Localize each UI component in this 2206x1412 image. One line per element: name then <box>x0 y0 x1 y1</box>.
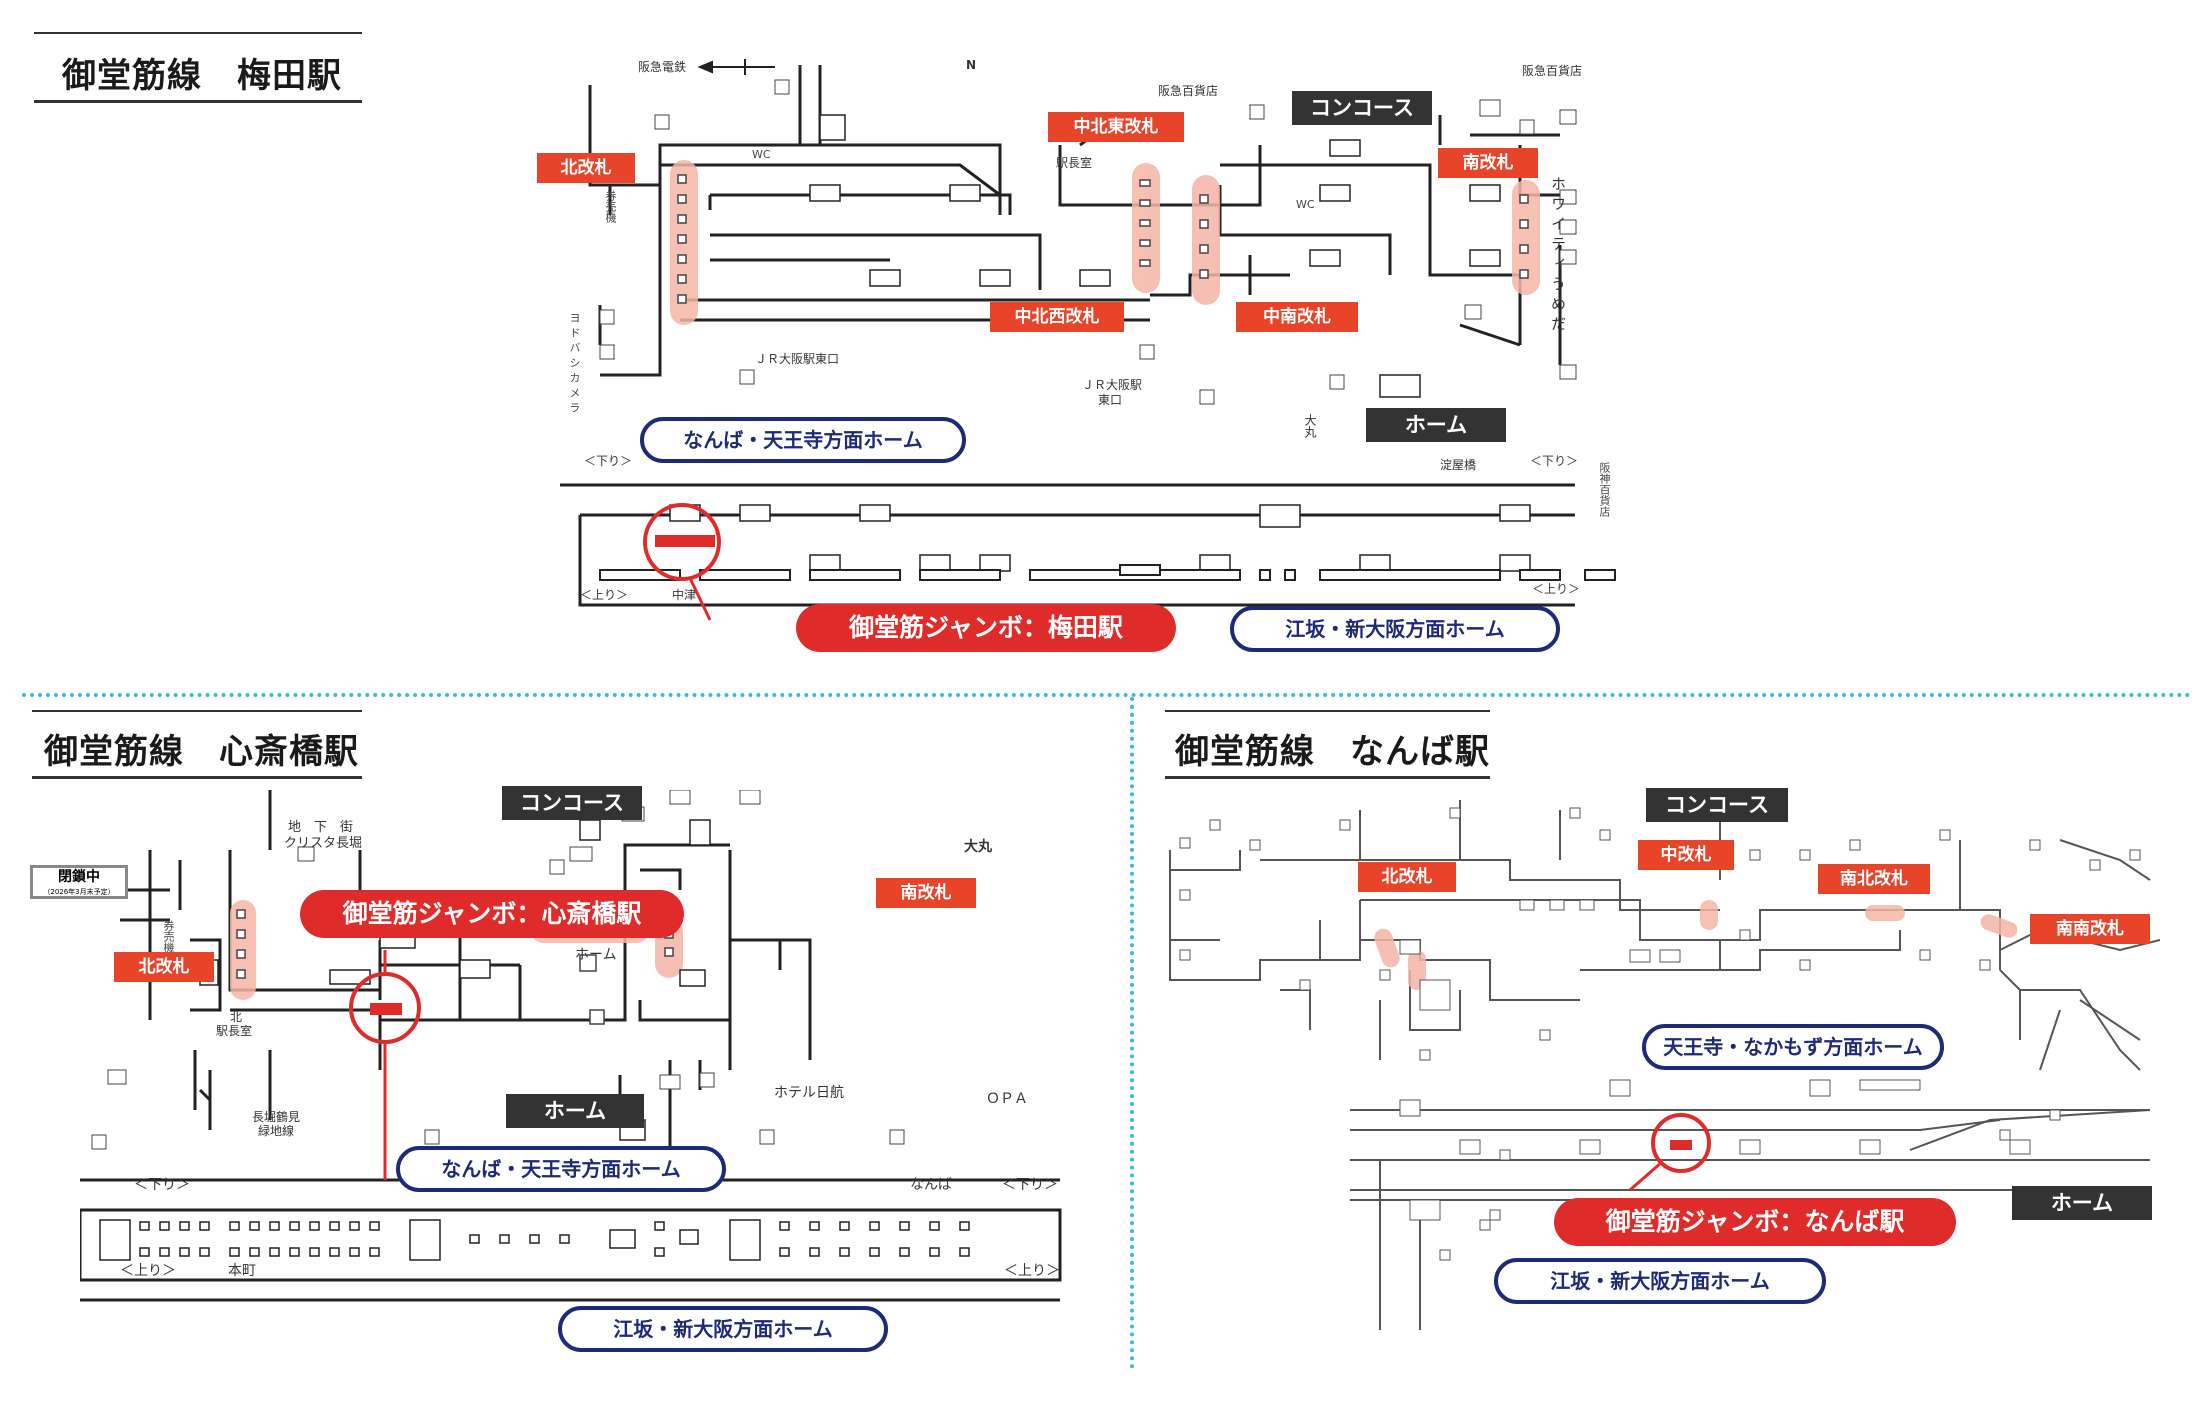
umeda-station-office: 駅長室 <box>1056 156 1093 170</box>
shinsaibashi-north-office2: 駅長室 <box>216 1024 253 1038</box>
namba-gate-center: 中改札 <box>1638 840 1734 870</box>
umeda-platform-esaka-shinosaka: 江坂・新大阪方面ホーム <box>1230 606 1560 652</box>
umeda-north-mark: N <box>966 58 977 72</box>
umeda-daimaru: 大丸 <box>1303 414 1317 438</box>
umeda-map <box>560 45 1620 625</box>
namba-title-rule-bottom <box>1165 776 1490 779</box>
umeda-jr-east-a: ＪＲ大阪駅東口 <box>755 352 840 366</box>
umeda-yodoyabashi: 淀屋橋 <box>1440 458 1477 472</box>
shinsaibashi-platform-namba-tennoji: なんば・天王寺方面ホーム <box>396 1146 726 1192</box>
umeda-home-label: ホーム <box>1366 408 1506 442</box>
umeda-ticket-machine: 券売機 <box>604 190 617 223</box>
closed-label: 閉鎖中 <box>58 869 100 885</box>
umeda-title: 御堂筋線 梅田駅 <box>62 56 342 96</box>
umeda-jr-east-b: ＪＲ大阪駅 <box>1082 378 1143 392</box>
umeda-jumbo-callout: 御堂筋ジャンボ：梅田駅 <box>796 604 1176 652</box>
shinsaibashi-nagahori: 長堀鶴見 <box>252 1110 301 1124</box>
umeda-whitey: ホワイティうめだ <box>1549 176 1567 336</box>
shinsaibashi-gate-south: 南改札 <box>876 878 976 908</box>
vertical-divider <box>1130 697 1134 1369</box>
umeda-up-right: ＜上り＞ <box>1532 582 1581 596</box>
shinsaibashi-title-rule-bottom <box>32 776 362 779</box>
umeda-down-left: ＜下り＞ <box>584 454 633 468</box>
umeda-gate-center-south: 中南改札 <box>1236 302 1358 332</box>
shinsaibashi-home-label: ホーム <box>506 1094 644 1128</box>
umeda-platform-namba-tennoji: なんば・天王寺方面ホーム <box>640 417 966 463</box>
shinsaibashi-daimaru: 大丸 <box>964 839 992 855</box>
umeda-gate-south: 南改札 <box>1438 148 1538 178</box>
shinsaibashi-down-left: ＜下り＞ <box>134 1177 190 1193</box>
closed-sub-label: （2026年3月末予定） <box>43 888 115 896</box>
shinsaibashi-honmachi: 本町 <box>228 1263 256 1279</box>
shinsaibashi-up-right: ＜上り＞ <box>1004 1263 1060 1279</box>
shinsaibashi-hotel: ホテル日航 <box>774 1085 844 1101</box>
shinsaibashi-namba: なんば <box>910 1177 952 1193</box>
namba-platform-esaka-shinosaka: 江坂・新大阪方面ホーム <box>1494 1258 1826 1304</box>
shinsaibashi-nagahori2: 緑地線 <box>258 1124 295 1138</box>
shinsaibashi-title-rule-top <box>32 710 362 712</box>
namba-home-label: ホーム <box>2012 1186 2152 1220</box>
umeda-wc-2: WC <box>1296 198 1315 211</box>
umeda-wc-1: WC <box>752 148 771 161</box>
namba-concourse-label: コンコース <box>1646 788 1788 822</box>
horizontal-divider <box>22 693 2192 697</box>
shinsaibashi-home-mid: ホーム <box>575 947 617 963</box>
umeda-up-left: ＜上り＞ <box>580 588 629 602</box>
umeda-title-rule-bottom <box>34 100 362 103</box>
shinsaibashi-opa: ＯＰＡ <box>986 1091 1028 1107</box>
umeda-gate-center-north-east: 中北東改札 <box>1048 112 1184 142</box>
namba-gate-north: 北改札 <box>1358 862 1456 892</box>
umeda-label-hankyu-dentetsu: 阪急電鉄 <box>638 60 687 74</box>
shinsaibashi-platform-esaka-shinosaka: 江坂・新大阪方面ホーム <box>558 1306 888 1352</box>
umeda-gate-center-north-west: 中北西改札 <box>990 302 1124 332</box>
shinsaibashi-ticket: 券売機 <box>162 920 175 953</box>
umeda-label-hankyu-dept-a: 阪急百貨店 <box>1158 84 1219 98</box>
umeda-down-right: ＜下り＞ <box>1530 454 1579 468</box>
namba-title-rule-top <box>1165 710 1490 712</box>
shinsaibashi-gate-north: 北改札 <box>114 952 214 982</box>
umeda-jr-east-b2: 東口 <box>1098 393 1123 407</box>
namba-gate-south-south: 南南改札 <box>2030 914 2150 944</box>
shinsaibashi-concourse-label: コンコース <box>502 786 642 820</box>
shinsaibashi-down-right: ＜下り＞ <box>1002 1177 1058 1193</box>
shinsaibashi-underground: 地 下 街 <box>288 820 354 835</box>
umeda-concourse-label: コンコース <box>1292 91 1432 125</box>
shinsaibashi-title: 御堂筋線 心斎橋駅 <box>44 732 359 772</box>
shinsaibashi-crysta: クリスタ長堀 <box>284 836 363 851</box>
namba-platform-tennoji-nakamozu: 天王寺・なかもず方面ホーム <box>1642 1024 1944 1070</box>
namba-title: 御堂筋線 なんば駅 <box>1175 732 1490 772</box>
umeda-yodobashi: ヨドバシカメラ <box>568 312 581 417</box>
shinsaibashi-jumbo-callout: 御堂筋ジャンボ：心斎橋駅 <box>300 890 684 938</box>
shinsaibashi-closed-notice: 閉鎖中 （2026年3月末予定） <box>30 865 128 899</box>
umeda-nakatsu: 中津 <box>672 588 697 602</box>
namba-gate-south-north: 南北改札 <box>1818 864 1930 894</box>
umeda-gate-north: 北改札 <box>537 153 635 183</box>
namba-jumbo-callout: 御堂筋ジャンボ：なんば駅 <box>1554 1198 1956 1246</box>
umeda-label-hankyu-dept-b: 阪急百貨店 <box>1522 64 1583 78</box>
shinsaibashi-north-office: 北 <box>230 1010 243 1024</box>
shinsaibashi-up-left: ＜上り＞ <box>120 1263 176 1279</box>
umeda-title-rule-top <box>34 32 362 34</box>
umeda-hanshin: 阪神百貨店 <box>1598 462 1611 517</box>
